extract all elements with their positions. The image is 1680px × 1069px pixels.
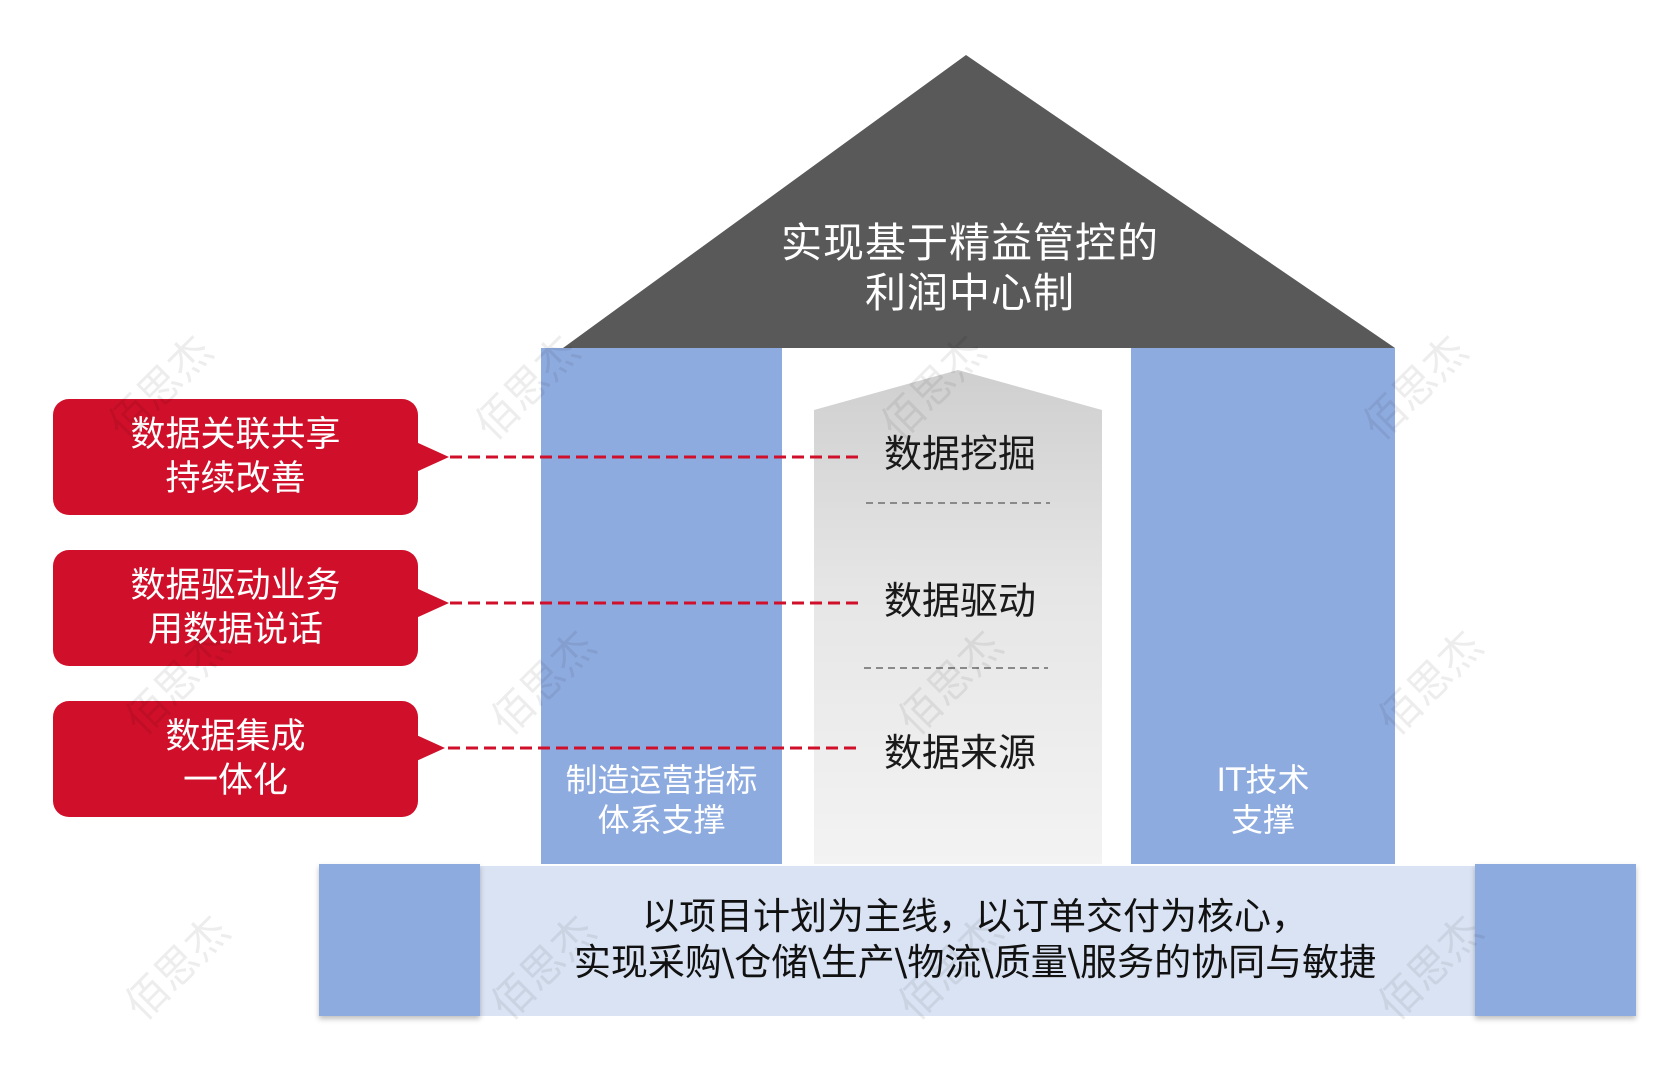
pillar-right-label: IT技术 支撑	[1131, 760, 1395, 840]
outcome-box-sharing: 数据关联共享 持续改善	[53, 399, 418, 515]
outcome-sharing-line1: 数据关联共享	[130, 415, 341, 455]
outcome-integration-line1: 数据集成	[165, 717, 306, 757]
pillar-right-line1: IT技术	[1216, 761, 1310, 799]
pillar-left-label: 制造运营指标 体系支撑	[541, 760, 782, 840]
roof-title-line1: 实现基于精益管控的	[781, 219, 1159, 267]
foundation-text-line1: 以项目计划为主线，以订单交付为核心，	[642, 895, 1308, 938]
pillar-right-line2: 支撑	[1230, 801, 1295, 839]
pillar-left-line1: 制造运营指标	[565, 761, 758, 799]
foundation-block-right	[1475, 864, 1636, 1016]
pillar-left-line2: 体系支撑	[597, 801, 726, 839]
foundation-block-left	[319, 864, 480, 1016]
outcome-box-business: 数据驱动业务 用数据说话	[53, 550, 418, 666]
layer-label-driving: 数据驱动	[883, 579, 1036, 623]
outcome-integration-line2: 一体化	[182, 761, 288, 801]
pillar-it-support: IT技术 支撑	[1131, 348, 1395, 864]
roof-title: 实现基于精益管控的 利润中心制	[690, 218, 1250, 318]
foundation-band	[320, 866, 1635, 1016]
foundation-text-line2: 实现采购\仓储\生产\物流\质量\服务的协同与敏捷	[573, 941, 1377, 984]
outcome-sharing-line2: 持续改善	[165, 459, 306, 499]
layer-label-mining: 数据挖掘	[883, 432, 1036, 476]
data-flow-up-arrow	[814, 370, 1102, 864]
outcome-business-line2: 用数据说话	[147, 610, 323, 650]
layer-label-source: 数据来源	[883, 731, 1036, 775]
outcome-box-integration: 数据集成 一体化	[53, 701, 418, 817]
outcome-business-line1: 数据驱动业务	[130, 566, 341, 606]
roof-title-line2: 利润中心制	[865, 269, 1075, 317]
pillar-manufacturing-metrics: 制造运营指标 体系支撑	[541, 348, 782, 864]
